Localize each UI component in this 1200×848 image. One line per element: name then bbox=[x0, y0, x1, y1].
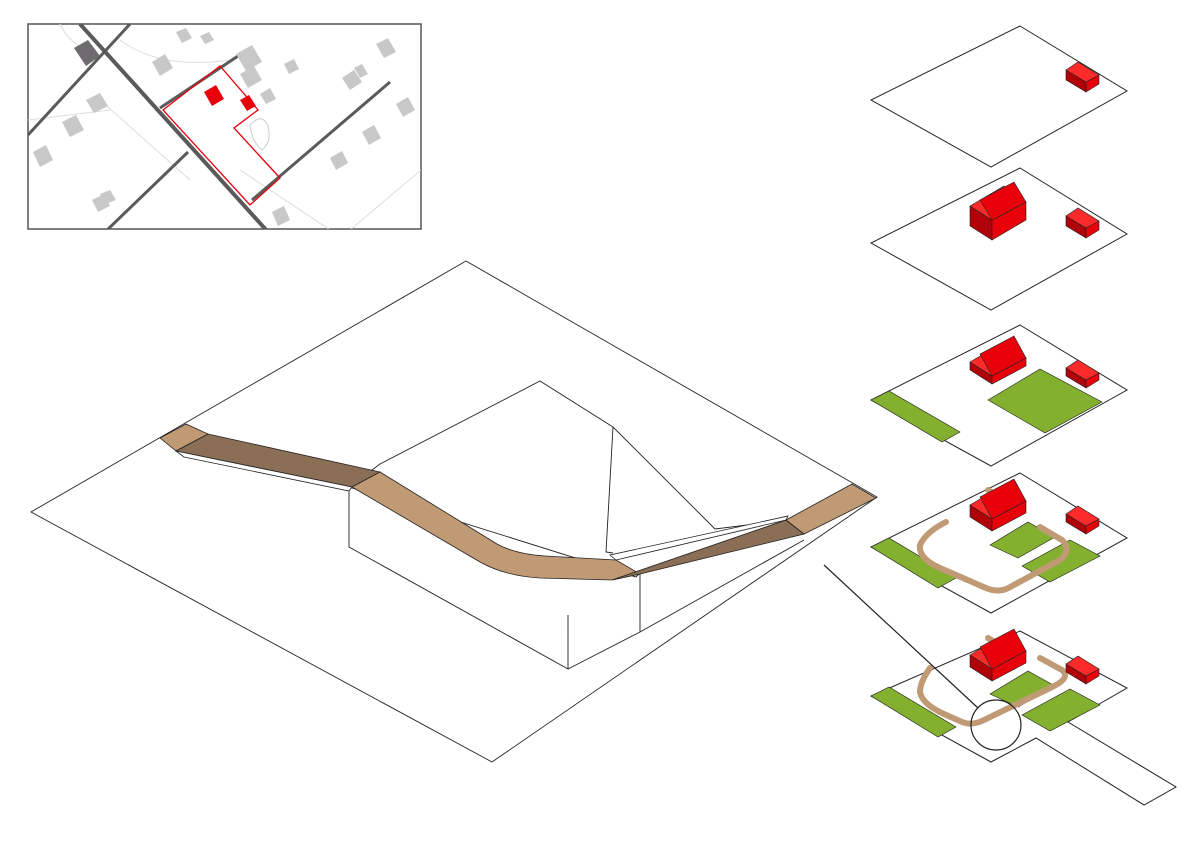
layer-path bbox=[869, 472, 1128, 614]
path-ramp-left-edge bbox=[175, 450, 353, 492]
map-buildings bbox=[33, 28, 415, 226]
detail-callout-circle bbox=[970, 699, 1022, 751]
layer-path-driveway bbox=[869, 628, 1177, 806]
path-ramp-right-edge bbox=[609, 515, 789, 561]
map-road-main bbox=[78, 24, 268, 229]
map-road-southwest bbox=[105, 150, 190, 229]
layer-5-lawn-left bbox=[870, 686, 957, 738]
layer-4-house bbox=[969, 478, 1027, 532]
raised-block-left-face bbox=[348, 487, 569, 670]
map-site-house bbox=[204, 85, 224, 106]
layer-3-house bbox=[969, 335, 1027, 385]
layer-3-lawn-right bbox=[987, 368, 1103, 434]
layer-5-house bbox=[969, 628, 1027, 682]
layer-3-lawn-left bbox=[870, 390, 961, 443]
layer-5-annex bbox=[1065, 655, 1100, 685]
raised-block-edge bbox=[639, 539, 805, 633]
map-dark-building bbox=[74, 40, 100, 66]
layer-4-annex bbox=[1065, 505, 1100, 535]
layer-1-annex bbox=[1065, 61, 1100, 93]
layer-1-plate bbox=[869, 25, 1128, 168]
layer-plot bbox=[869, 25, 1128, 168]
detail-leader-line bbox=[823, 564, 979, 709]
location-map bbox=[27, 23, 422, 230]
layer-lawns bbox=[869, 324, 1128, 467]
layer-2-plate bbox=[869, 167, 1128, 311]
map-road-east bbox=[251, 80, 391, 202]
layer-2-house bbox=[969, 181, 1027, 241]
map-road-west bbox=[28, 24, 132, 137]
map-site-annex bbox=[240, 95, 256, 111]
layer-buildings bbox=[869, 167, 1128, 311]
site-section-axonometric bbox=[30, 260, 878, 763]
raised-block-ridge bbox=[605, 426, 614, 554]
layer-2-annex bbox=[1065, 207, 1100, 239]
path-exit-right bbox=[785, 483, 877, 535]
layer-3-annex bbox=[1065, 359, 1100, 389]
layer-5-lawn-right bbox=[1021, 688, 1101, 732]
path-central-curve bbox=[351, 471, 642, 581]
map-garden-outline bbox=[249, 118, 270, 151]
map-site-boundary bbox=[162, 65, 281, 206]
